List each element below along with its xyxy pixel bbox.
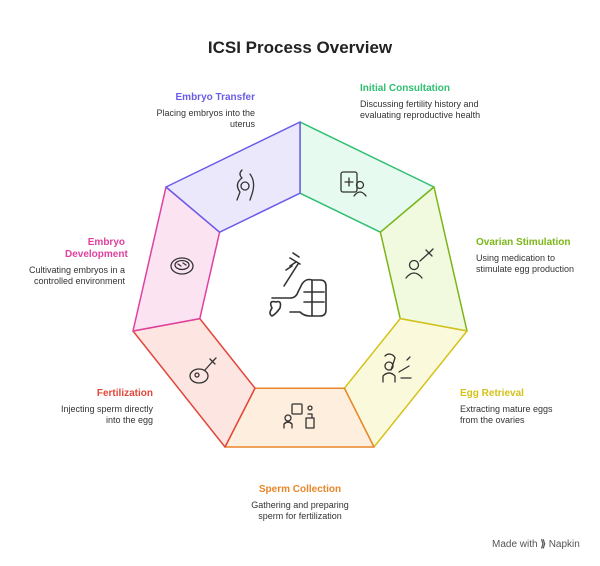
- step-description: Extracting mature eggs from the ovaries: [460, 404, 553, 425]
- egg-injection-icon: [189, 357, 217, 384]
- step-title: Initial Consultation: [360, 83, 450, 94]
- step-description: Cultivating embryos in a controlled envi…: [28, 265, 125, 286]
- step-description: Gathering and preparing sperm for fertil…: [251, 500, 349, 521]
- pregnant-figure-icon: [236, 169, 255, 201]
- napkin-logo-icon: ⟫: [540, 539, 546, 550]
- label-initial-consultation: Initial Consultation Discussing fertilit…: [360, 83, 490, 121]
- label-ovarian-stimulation: Ovarian Stimulation Using medication to …: [476, 237, 586, 275]
- step-title: Embryo Transfer: [175, 92, 255, 103]
- label-embryo-transfer: Embryo Transfer Placing embryos into the…: [140, 92, 255, 130]
- branding: Made with ⟫ Napkin: [492, 539, 580, 550]
- step-description: Injecting sperm directly into the egg: [60, 404, 153, 425]
- step-description: Using medication to stimulate egg produc…: [476, 253, 575, 274]
- branding-prefix: Made with: [492, 539, 538, 550]
- label-egg-retrieval: Egg Retrieval Extracting mature eggs fro…: [460, 388, 570, 426]
- step-description: Placing embryos into the uterus: [156, 108, 255, 129]
- label-embryo-development: Embryo Development Cultivating embryos i…: [22, 237, 128, 287]
- petri-dish-icon: [170, 257, 194, 275]
- step-title: Sperm Collection: [258, 484, 342, 495]
- fist-with-syringe-heart-icon: [269, 252, 327, 317]
- step-title: Fertilization: [96, 388, 153, 399]
- person-syringe-icon: [405, 248, 434, 279]
- branding-name: Napkin: [548, 539, 580, 550]
- doctor-tools-icon: [382, 353, 412, 383]
- lab-collection-icon: [283, 403, 315, 429]
- medical-record-person-icon: [340, 171, 367, 197]
- label-fertilization: Fertilization Injecting sperm directly i…: [45, 388, 153, 426]
- step-title: Embryo Development: [65, 237, 128, 260]
- page-title: ICSI Process Overview: [207, 38, 393, 57]
- step-title: Ovarian Stimulation: [476, 237, 571, 248]
- label-sperm-collection: Sperm Collection Gathering and preparing…: [240, 484, 360, 522]
- segment-embryo-transfer: [165, 121, 301, 233]
- step-description: Discussing fertility history and evaluat…: [360, 99, 481, 120]
- step-title: Egg Retrieval: [460, 388, 524, 399]
